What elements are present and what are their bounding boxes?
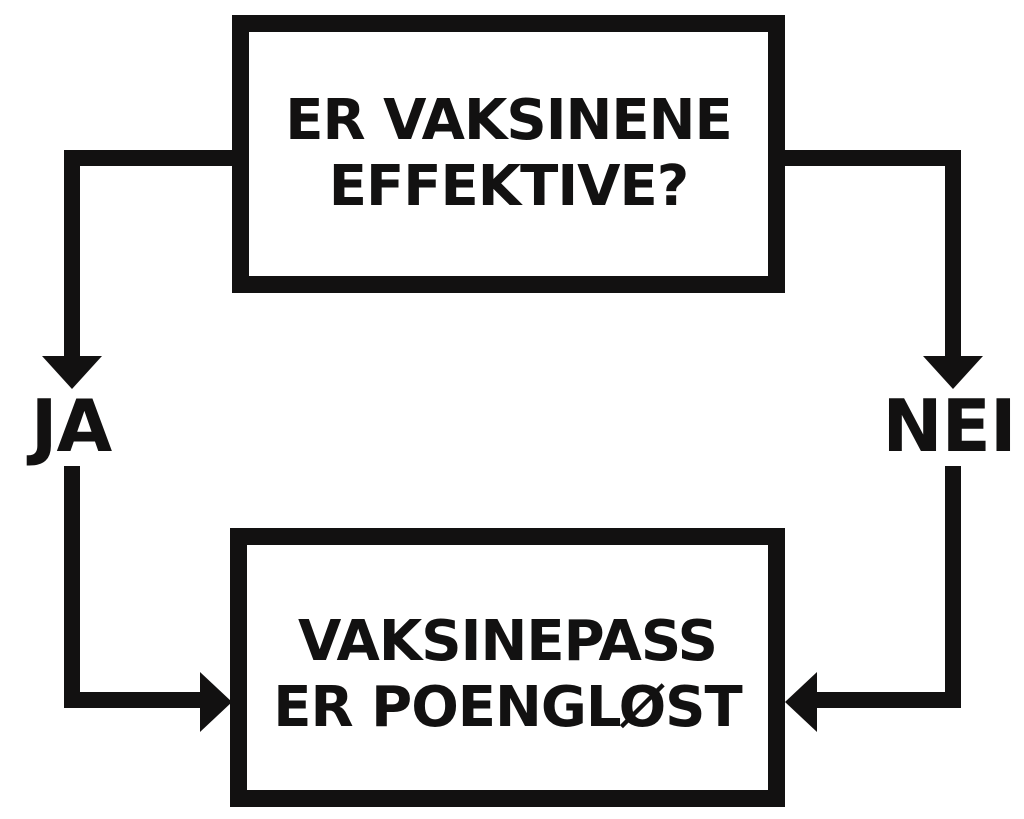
conclusion-node: VAKSINEPASS ER POENGLØST <box>230 528 785 807</box>
no-arrow-left-icon <box>785 672 817 732</box>
conclusion-text: VAKSINEPASS ER POENGLØST <box>273 608 742 740</box>
yes-arrow-down-icon <box>42 356 102 389</box>
yes-edge-label: JA <box>30 384 113 468</box>
yes-edge-bottom-vertical-line <box>64 466 80 708</box>
no-edge-bottom-horizontal-line <box>817 692 961 708</box>
yes-edge-top-vertical-line <box>64 150 80 358</box>
no-edge-bottom-vertical-line <box>945 466 961 708</box>
question-node: ER VAKSINENE EFFEKTIVE? <box>232 15 785 293</box>
yes-edge-top-horizontal-line <box>64 150 232 166</box>
no-arrow-down-icon <box>923 356 983 389</box>
yes-edge-bottom-horizontal-line <box>64 692 204 708</box>
no-edge-label: NEI <box>882 384 1016 468</box>
no-edge-top-vertical-line <box>945 150 961 358</box>
question-text: ER VAKSINENE EFFEKTIVE? <box>285 88 733 219</box>
yes-arrow-right-icon <box>200 672 232 732</box>
no-edge-top-horizontal-line <box>785 150 961 166</box>
